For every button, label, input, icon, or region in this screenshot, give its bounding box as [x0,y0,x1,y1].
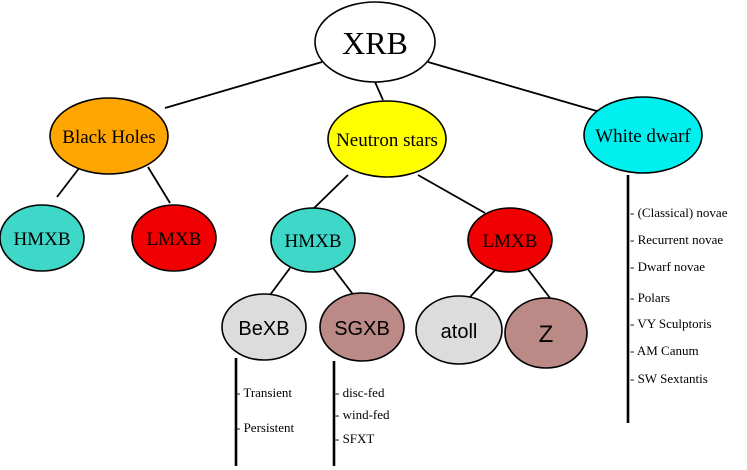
white-dwarf-list-item: - Dwarf novae [630,259,705,274]
node-bh-hmxb-label: HMXB [13,229,70,250]
edge-ns-hmxb [309,174,349,213]
edge-hmxb-sgxb [332,267,356,298]
node-sgxb-label: SGXB [334,318,390,340]
node-ns-hmxb: HMXB [270,207,356,273]
edge-xrb-black-holes [164,61,323,109]
white-dwarf-list-item: - VY Sculptoris [630,316,712,331]
white-dwarf-list-item: - Polars [630,290,670,305]
node-white-dwarf-shape [583,96,703,174]
edge-xrb-white-dwarf [427,61,601,113]
sgxb-list: - disc-fed - wind-fed - SFXT [335,385,390,446]
node-neutron-stars-label: Neutron stars [336,130,438,151]
node-ns-hmxb-shape [270,207,356,273]
node-ns-lmxb: LMXB [467,207,553,273]
node-bh-lmxb-label: LMXB [147,229,202,250]
edge-bh-lmxb [147,166,171,204]
node-neutron-stars-shape [327,100,447,178]
edge-hmxb-bexb [269,267,291,296]
node-bexb-label: BeXB [238,318,289,340]
node-black-holes-label: Black Holes [62,127,155,148]
white-dwarf-list-item: - (Classical) novae [630,205,728,220]
white-dwarf-list: - (Classical) novae - Recurrent novae - … [630,205,728,386]
edge-lmxb-atoll [469,267,498,298]
white-dwarf-list-item: - AM Canum [630,343,699,358]
bexb-list-item: - Persistent [236,420,295,435]
node-black-holes: Black Holes [49,97,169,175]
node-atoll-shape [415,295,503,365]
node-bexb-shape [221,293,307,361]
node-bh-hmxb: HMXB [0,204,85,272]
node-ns-lmxb-shape [467,207,553,273]
sgxb-list-item: - wind-fed [335,407,390,422]
node-xrb-label: XRB [342,25,408,61]
node-atoll-label: atoll [441,321,478,343]
bexb-list: - Transient - Persistent [236,385,295,435]
bexb-list-item: - Transient [236,385,292,400]
node-sgxb-shape [319,292,405,362]
node-white-dwarf: White dwarf [583,96,703,174]
white-dwarf-list-item: - Recurrent novae [630,232,723,247]
edge-xrb-neutron-stars [374,81,384,101]
node-black-holes-shape [49,97,169,175]
white-dwarf-list-item: - SW Sextantis [630,371,708,386]
edges [56,61,601,299]
node-xrb: XRB [314,1,436,83]
edge-ns-lmxb [417,174,486,214]
node-z: Z [504,297,588,369]
node-ns-hmxb-label: HMXB [284,231,341,252]
node-bexb: BeXB [221,293,307,361]
node-neutron-stars: Neutron stars [327,100,447,178]
edge-lmxb-z [526,267,551,299]
node-bh-lmxb: LMXB [131,204,217,272]
node-ns-lmxb-label: LMXB [483,231,538,252]
sgxb-list-item: - SFXT [335,431,374,446]
node-white-dwarf-label: White dwarf [595,126,691,147]
node-bh-hmxb-shape [0,204,85,272]
edge-bh-hmxb [56,166,81,198]
node-sgxb: SGXB [319,292,405,362]
node-atoll: atoll [415,295,503,365]
node-bh-lmxb-shape [131,204,217,272]
node-z-label: Z [539,321,554,348]
sgxb-list-item: - disc-fed [335,385,385,400]
node-xrb-shape [314,1,436,83]
node-z-shape [504,297,588,369]
